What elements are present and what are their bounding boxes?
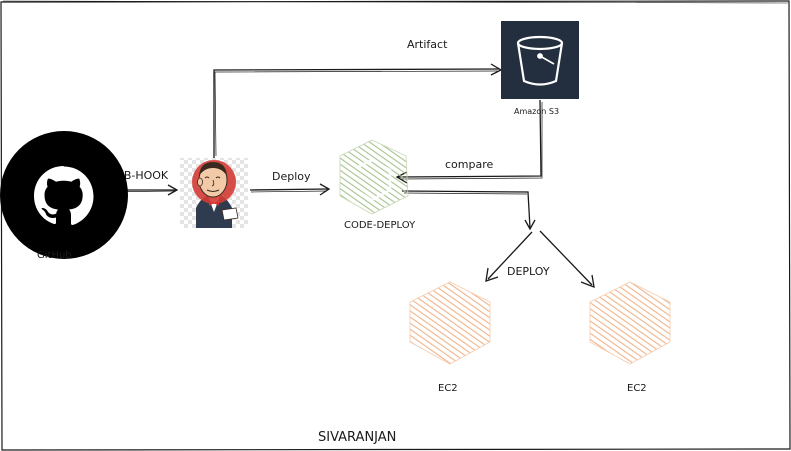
node-s3: Amazon S3: [501, 21, 579, 116]
ec2-left-label: EC2: [438, 383, 458, 394]
edge-deploy-ec2-left: [487, 231, 533, 280]
edge-compare-line-2: [399, 102, 543, 180]
edge-webhook-arrowhead: [167, 184, 179, 196]
s3-tile: [501, 21, 579, 99]
jenkins-butler-icon: [192, 160, 239, 228]
s3-label: Amazon S3: [514, 107, 559, 116]
codedeploy-hex-icon: [339, 139, 409, 215]
edge-artifact-line: [213, 68, 501, 158]
edge-artifact-line-2: [214, 70, 499, 157]
ec2-right-hex-icon: [589, 281, 671, 365]
edge-deploy-line-2: [250, 190, 328, 193]
edge-fork-line: [401, 190, 531, 229]
github-octocat-icon: [34, 166, 94, 225]
author-signature: SIVARANJAN: [318, 430, 396, 445]
ec2-left-hex-icon: [409, 281, 491, 365]
codedeploy-label: CODE-DEPLOY: [344, 220, 416, 231]
edge-deploy-ec2-right: [539, 230, 593, 286]
edge-deploy-arrowhead: [319, 183, 331, 196]
label-deploy-ec2: DEPLOY: [507, 265, 550, 278]
ec2-right-label: EC2: [627, 383, 647, 394]
s3-bucket-icon: [516, 35, 564, 86]
edge-deploy-ec2-right-head: [580, 274, 595, 289]
node-codedeploy: CODE-DEPLOY: [339, 139, 416, 231]
edge-deploy-line: [249, 188, 329, 191]
github-label: GitHub: [37, 250, 72, 261]
node-ec2-right: EC2: [589, 281, 671, 394]
label-deploy: Deploy: [272, 170, 311, 183]
edge-deploy-ec2-left-head: [485, 267, 499, 282]
node-github: GitHub: [0, 131, 128, 261]
github-logo-circle: [0, 131, 128, 259]
edge-fork-arrowhead: [524, 219, 536, 231]
edge-fork-line-2: [403, 192, 528, 195]
label-compare: compare: [445, 158, 493, 171]
label-artifact: Artifact: [407, 38, 448, 51]
node-jenkins: [180, 158, 248, 228]
node-ec2-left: EC2: [409, 281, 491, 394]
edge-compare-line: [397, 99, 542, 178]
